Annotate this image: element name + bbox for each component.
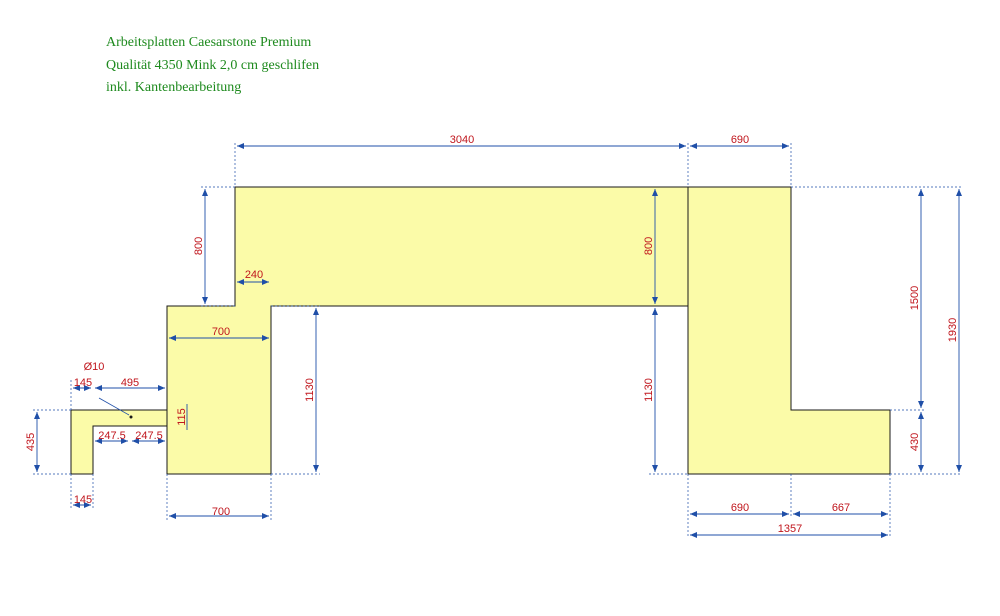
dim-240: 240 (245, 269, 263, 281)
dim-690-top: 690 (731, 134, 749, 146)
dim-115: 115 (176, 408, 188, 426)
title-line-2: Qualität 4350 Mink 2,0 cm geschlifen (106, 58, 320, 73)
title-line-3: inkl. Kantenbearbeitung (106, 80, 242, 95)
dim-3040: 3040 (450, 134, 474, 146)
panel-main-top (166, 186, 689, 475)
dim-hole-diameter: Ø10 (84, 361, 105, 373)
dim-435: 435 (25, 433, 37, 451)
dim-1357: 1357 (778, 523, 802, 535)
countertop-panels (70, 186, 891, 475)
hole-marker (129, 415, 133, 419)
panel-right-l (687, 186, 891, 475)
dim-145-top: 145 (74, 377, 92, 389)
dim-700-bottom: 700 (212, 506, 230, 518)
panel-left-piece (70, 409, 168, 475)
dim-495: 495 (121, 377, 139, 389)
dim-1130-left: 1130 (304, 378, 316, 402)
dim-800-inner: 800 (643, 237, 655, 255)
dim-1930: 1930 (947, 318, 959, 342)
dim-667: 667 (832, 502, 850, 514)
dim-800-left: 800 (193, 237, 205, 255)
dim-690-bottom: 690 (731, 502, 749, 514)
dim-1500: 1500 (909, 286, 921, 310)
extension-lines (33, 143, 962, 538)
dim-430: 430 (909, 433, 921, 451)
dim-247-5-right: 247.5 (135, 430, 163, 442)
title-line-1: Arbeitsplatten Caesarstone Premium (106, 35, 312, 50)
hole-leader (98, 397, 130, 416)
dimension-lines (34, 143, 962, 538)
dim-145-bottom: 145 (74, 494, 92, 506)
dim-1130-right: 1130 (643, 378, 655, 402)
dim-247-5-left: 247.5 (98, 430, 126, 442)
dim-700-top: 700 (212, 326, 230, 338)
dimension-labels: 3040 690 800 800 240 700 1130 1130 1500 … (25, 134, 959, 535)
